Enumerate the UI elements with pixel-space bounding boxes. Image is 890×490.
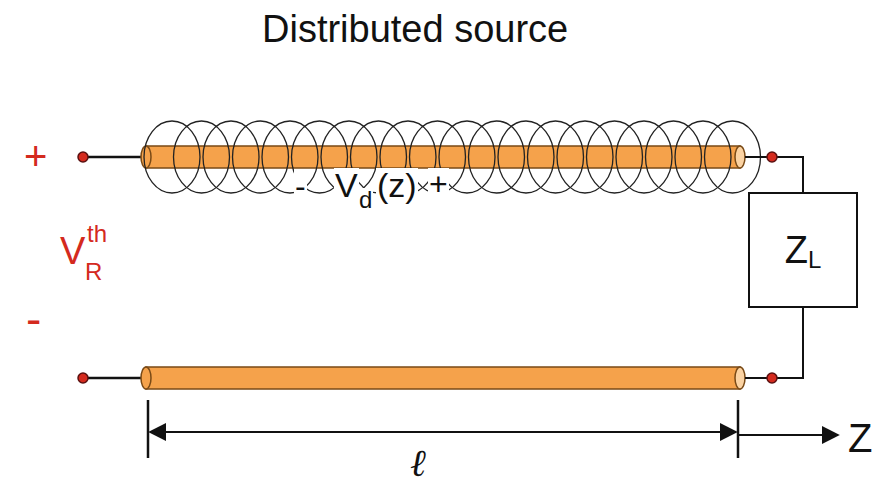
coil-winding: [144, 121, 200, 193]
lead-wire: [84, 377, 146, 380]
voltage-superscript: th: [87, 222, 107, 246]
voltage-argument: (z): [376, 168, 418, 202]
dimension-tick: [147, 400, 150, 458]
coil-winding: [203, 121, 259, 193]
terminal-dot: [767, 152, 777, 162]
coil-winding: [262, 121, 318, 193]
load-wire: [772, 308, 803, 378]
coil-winding: [498, 121, 554, 193]
bottom-conductor: [141, 367, 745, 389]
polarity-sign: -: [26, 296, 41, 342]
coil-winding: [646, 121, 702, 193]
coil-winding: [174, 121, 230, 193]
voltage-subscript: d: [358, 188, 373, 212]
title-label: Distributed source: [262, 10, 568, 48]
coil-winding: [233, 121, 289, 193]
axis-arrow: [738, 434, 838, 436]
polarity-sign: +: [428, 168, 449, 200]
coil-winding: [587, 121, 643, 193]
coil-windings: [144, 121, 761, 193]
lead-wire: [84, 156, 146, 159]
voltage-symbol: V: [334, 168, 359, 202]
coil-winding: [675, 121, 731, 193]
voltage-symbol: V: [60, 232, 85, 270]
voltage-subscript: R: [85, 260, 102, 284]
polarity-sign: -: [294, 170, 307, 202]
length-symbol: ℓ: [410, 444, 426, 482]
load-impedance-box: ZL: [748, 192, 858, 308]
load-wire: [772, 157, 803, 192]
axis-label: Z: [848, 418, 872, 458]
terminal-dot: [78, 152, 88, 162]
top-conductor: [141, 146, 745, 168]
impedance-subscript: L: [808, 248, 821, 272]
coil-winding: [557, 121, 613, 193]
coil-winding: [528, 121, 584, 193]
coil-winding: [469, 121, 525, 193]
terminal-dot: [78, 373, 88, 383]
coil-winding: [616, 121, 672, 193]
dimension-line: [150, 431, 736, 433]
dimension-tick: [737, 400, 740, 458]
polarity-sign: +: [24, 136, 47, 176]
terminal-dot: [767, 373, 777, 383]
impedance-symbol: Z: [785, 231, 808, 269]
